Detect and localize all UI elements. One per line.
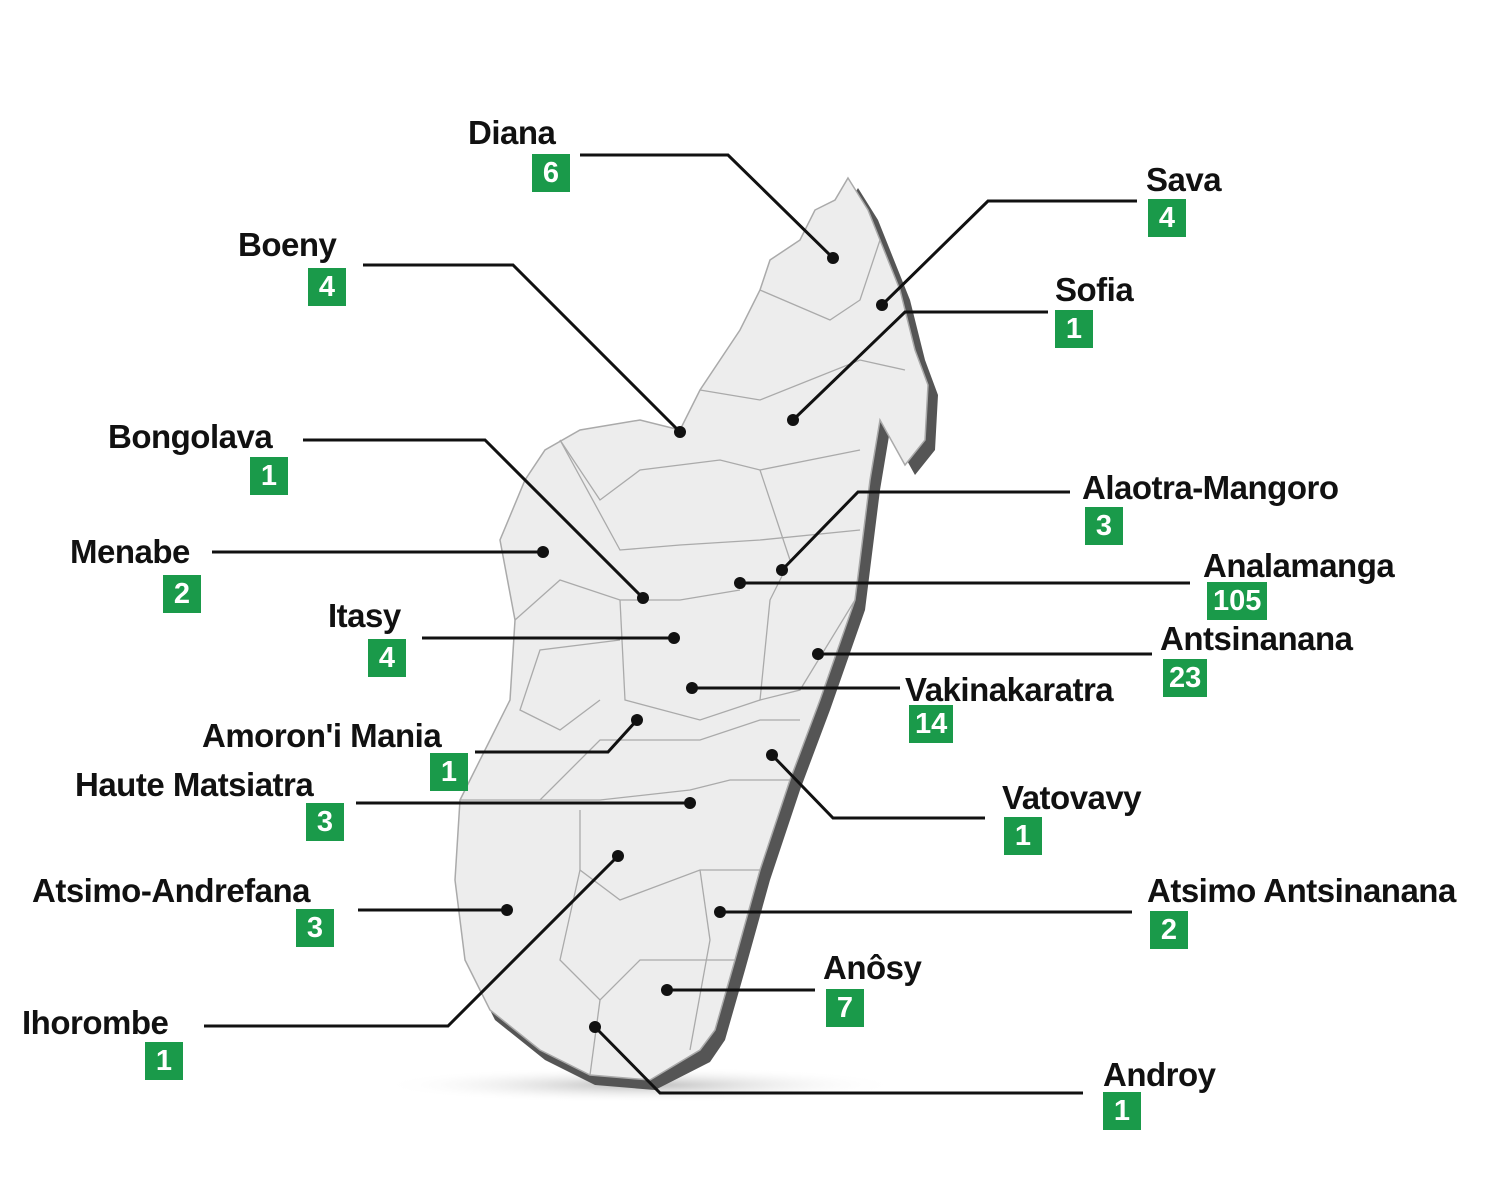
region-label-sofia: Sofia xyxy=(1055,271,1134,308)
region-label-boeny: Boeny xyxy=(238,226,337,263)
region-label-anosy: Anôsy xyxy=(823,949,922,986)
region-label-itasy: Itasy xyxy=(328,597,401,634)
region-count-itasy: 4 xyxy=(368,639,406,677)
region-count-analamanga: 105 xyxy=(1207,582,1268,620)
region-label-alaotra-mangoro: Alaotra-Mangoro xyxy=(1082,469,1339,506)
region-label-atsimo-andrefana: Atsimo-Andrefana xyxy=(32,872,311,909)
region-markers xyxy=(501,252,888,1033)
region-label-androy: Androy xyxy=(1103,1056,1216,1093)
leader-lines xyxy=(204,153,1190,1095)
region-label-bongolava: Bongolava xyxy=(108,418,273,455)
region-count-boeny: 4 xyxy=(308,268,346,306)
region-borders xyxy=(460,239,906,1076)
region-count-diana: 6 xyxy=(532,154,570,192)
region-count-atsimo-antsinanana: 2 xyxy=(1150,911,1188,949)
region-label-atsimo-antsinanana: Atsimo Antsinanana xyxy=(1147,872,1456,909)
region-count-vatovavy: 1 xyxy=(1004,817,1042,855)
region-label-sava: Sava xyxy=(1146,161,1222,198)
region-count-androy: 1 xyxy=(1103,1092,1141,1130)
region-count-sofia: 1 xyxy=(1055,310,1093,348)
region-label-menabe: Menabe xyxy=(70,533,190,570)
region-count-bongolava: 1 xyxy=(250,457,288,495)
region-count-haute-matsiatra: 3 xyxy=(306,803,344,841)
region-count-antsinanana: 23 xyxy=(1163,659,1208,697)
region-count-amoroni-mania: 1 xyxy=(430,753,468,791)
region-label-haute-matsiatra: Haute Matsiatra xyxy=(75,766,314,803)
region-label-analamanga: Analamanga xyxy=(1203,547,1395,584)
region-count-atsimo-andrefana: 3 xyxy=(296,909,334,947)
region-label-vakinakaratra: Vakinakaratra xyxy=(905,671,1114,708)
region-count-alaotra-mangoro: 3 xyxy=(1085,507,1123,545)
region-label-vatovavy: Vatovavy xyxy=(1002,779,1142,816)
region-count-menabe: 2 xyxy=(163,575,201,613)
region-count-vakinakaratra: 14 xyxy=(909,705,954,743)
region-label-ihorombe: Ihorombe xyxy=(22,1004,169,1041)
region-label-antsinanana: Antsinanana xyxy=(1160,620,1353,657)
region-label-amoroni-mania: Amoron'i Mania xyxy=(202,717,442,754)
region-count-ihorombe: 1 xyxy=(145,1042,183,1080)
region-label-diana: Diana xyxy=(468,114,556,151)
region-count-anosy: 7 xyxy=(826,989,864,1027)
region-count-sava: 4 xyxy=(1148,199,1186,237)
